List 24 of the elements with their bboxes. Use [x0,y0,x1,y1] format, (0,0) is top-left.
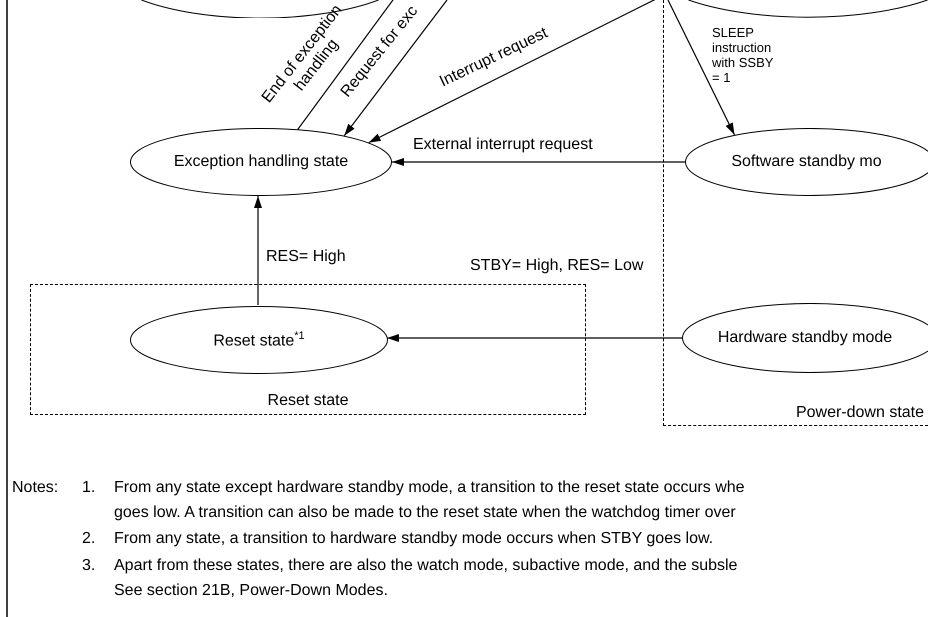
note-text: Apart from these states, there are also the watch mode, subactive mode, and the subsle [114,557,738,575]
dashed-group-box [30,284,586,415]
note-text: 3. [82,557,96,575]
state-ellipse [130,128,392,196]
group-title: Power-down state [796,404,924,422]
arrow [254,196,262,305]
note-text: 1. [82,479,96,497]
group-title: Reset state [268,392,348,410]
note-text: 2. [82,530,96,548]
state-name: Hardware standby mode [718,329,892,347]
note-text: Notes: [12,479,58,497]
note-text: From any state, a transition to hardware standby mode occurs when STBY goes low. [114,530,714,548]
arrow [667,0,736,136]
arrow [392,158,685,166]
state-name: Software standby mo [731,153,882,171]
note-text: From any state except hardware standby mode, a transition to the reset state occurs whe [114,479,745,497]
state-ellipse [130,306,388,374]
edge-label: RES= High [266,248,346,266]
note-text: See section 21B, Power-Down Modes. [114,582,388,600]
arrow [344,0,448,136]
arrow [386,334,682,342]
note-text: goes low. A transition can also be made to the reset state when the watchdog timer over [114,504,736,522]
state-name: Exception handling state [174,153,348,171]
state-name: Reset state$^{*1}$ [213,330,305,350]
